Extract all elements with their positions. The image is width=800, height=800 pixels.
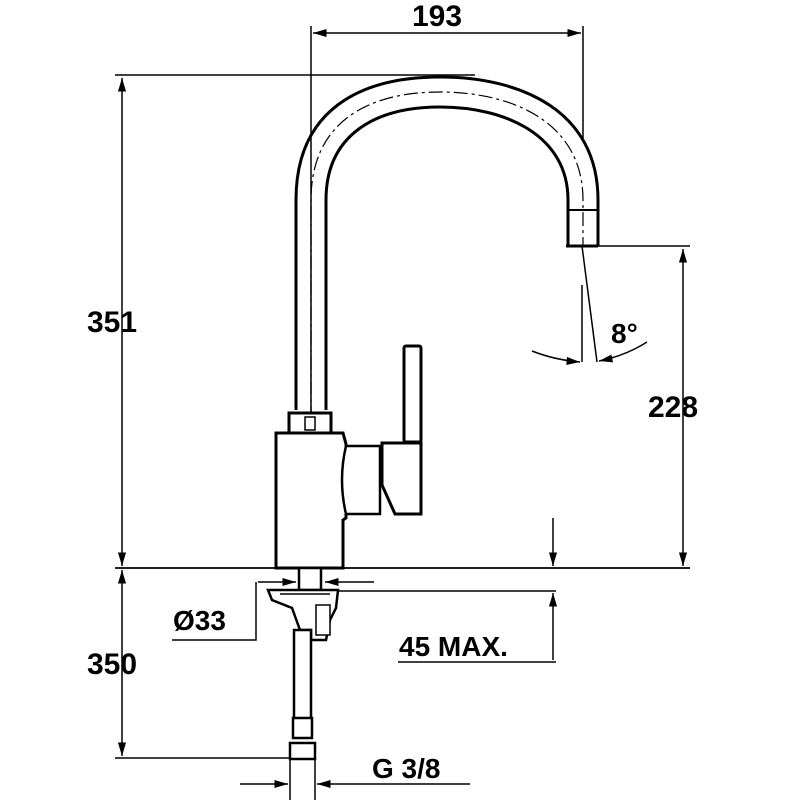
mounting-hardware <box>266 566 340 642</box>
dim-g38-lines <box>240 760 470 800</box>
dim-228-lines <box>548 245 690 566</box>
dim-193-lines <box>310 26 584 420</box>
dim-350-lines <box>115 570 290 759</box>
dim-label-hole-diameter: Ø33 <box>173 605 226 636</box>
angle-8-lines <box>531 245 648 365</box>
spout-centerline <box>310 91 584 420</box>
faucet-body <box>274 344 423 570</box>
dim-label-connection-thread: G 3/8 <box>372 753 441 784</box>
dim-label-spout-angle: 8° <box>611 318 638 349</box>
dim-label-total-height: 351 <box>87 306 138 339</box>
dim-label-spout-reach: 193 <box>412 0 463 33</box>
dim-351-lines <box>115 74 475 566</box>
dim-label-spout-height: 228 <box>648 391 699 424</box>
dim-label-below-counter: 350 <box>87 648 138 681</box>
supply-hose <box>288 628 317 761</box>
dim-45-lines <box>338 590 558 663</box>
dim-label-max-thickness: 45 MAX. <box>399 631 508 662</box>
dim-33-lines <box>172 577 374 641</box>
